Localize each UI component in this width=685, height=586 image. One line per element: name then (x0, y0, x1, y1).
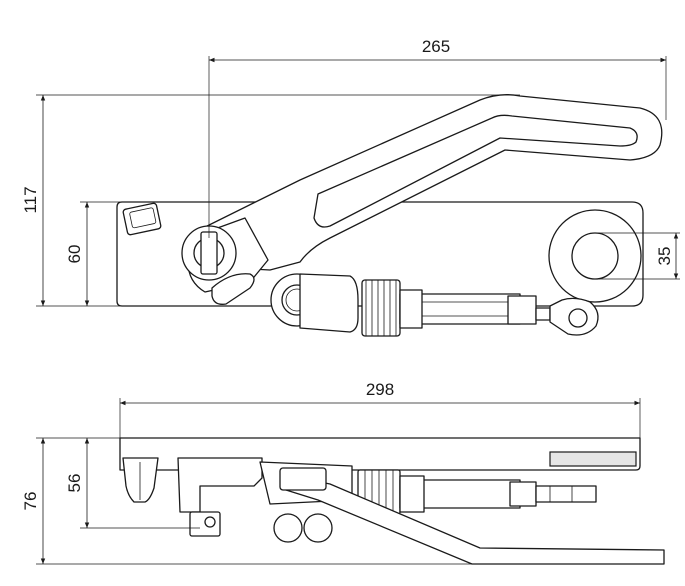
latch-hook (211, 273, 255, 305)
dim-label-117: 117 (21, 186, 40, 213)
plate-hole-inner (571, 232, 619, 280)
dim-label-298: 298 (366, 380, 394, 399)
dim-label-60: 60 (65, 245, 84, 264)
dim-label-35: 35 (655, 247, 674, 266)
lever-slot (313, 114, 638, 228)
dimension-lines (36, 56, 680, 565)
spring (361, 279, 401, 337)
dimension-labels: 265 117 60 35 298 56 76 (21, 37, 674, 510)
dim-label-265: 265 (422, 37, 450, 56)
dim-label-56: 56 (65, 474, 84, 493)
side-claw (122, 457, 159, 503)
dim-label-76: 76 (21, 492, 40, 511)
side-view (119, 437, 665, 565)
top-view (116, 94, 663, 337)
